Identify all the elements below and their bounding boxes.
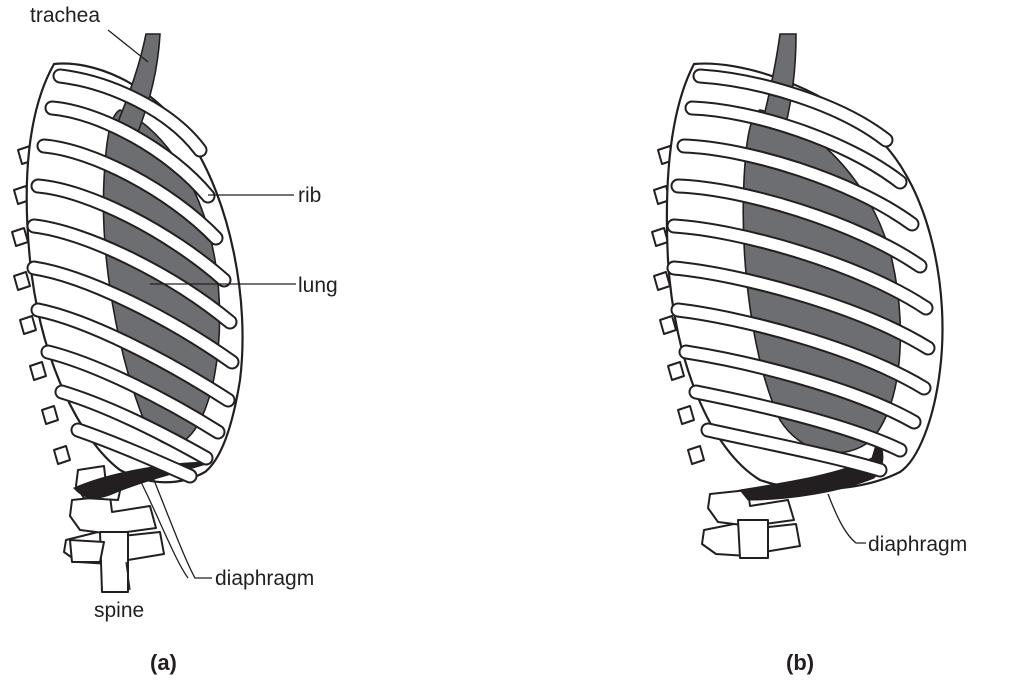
spine-column-a bbox=[100, 532, 128, 592]
caption-b: (b) bbox=[786, 650, 814, 675]
lung-label: lung bbox=[298, 274, 338, 297]
spine-column-b bbox=[738, 520, 768, 558]
diaphragm-label-b: diaphragm bbox=[868, 533, 967, 556]
rib-label: rib bbox=[298, 184, 321, 207]
trachea-label: trachea bbox=[30, 4, 100, 27]
caption-a: (a) bbox=[150, 650, 177, 675]
ribcage-figure-a: trachea rib lung diaphragm spine (a) bbox=[12, 4, 338, 675]
leader-diaphragm-b bbox=[828, 494, 866, 543]
spine-label: spine bbox=[94, 599, 144, 622]
ribcage-figure-b: diaphragm (b) bbox=[652, 34, 967, 675]
diaphragm-label-a: diaphragm bbox=[215, 567, 314, 590]
